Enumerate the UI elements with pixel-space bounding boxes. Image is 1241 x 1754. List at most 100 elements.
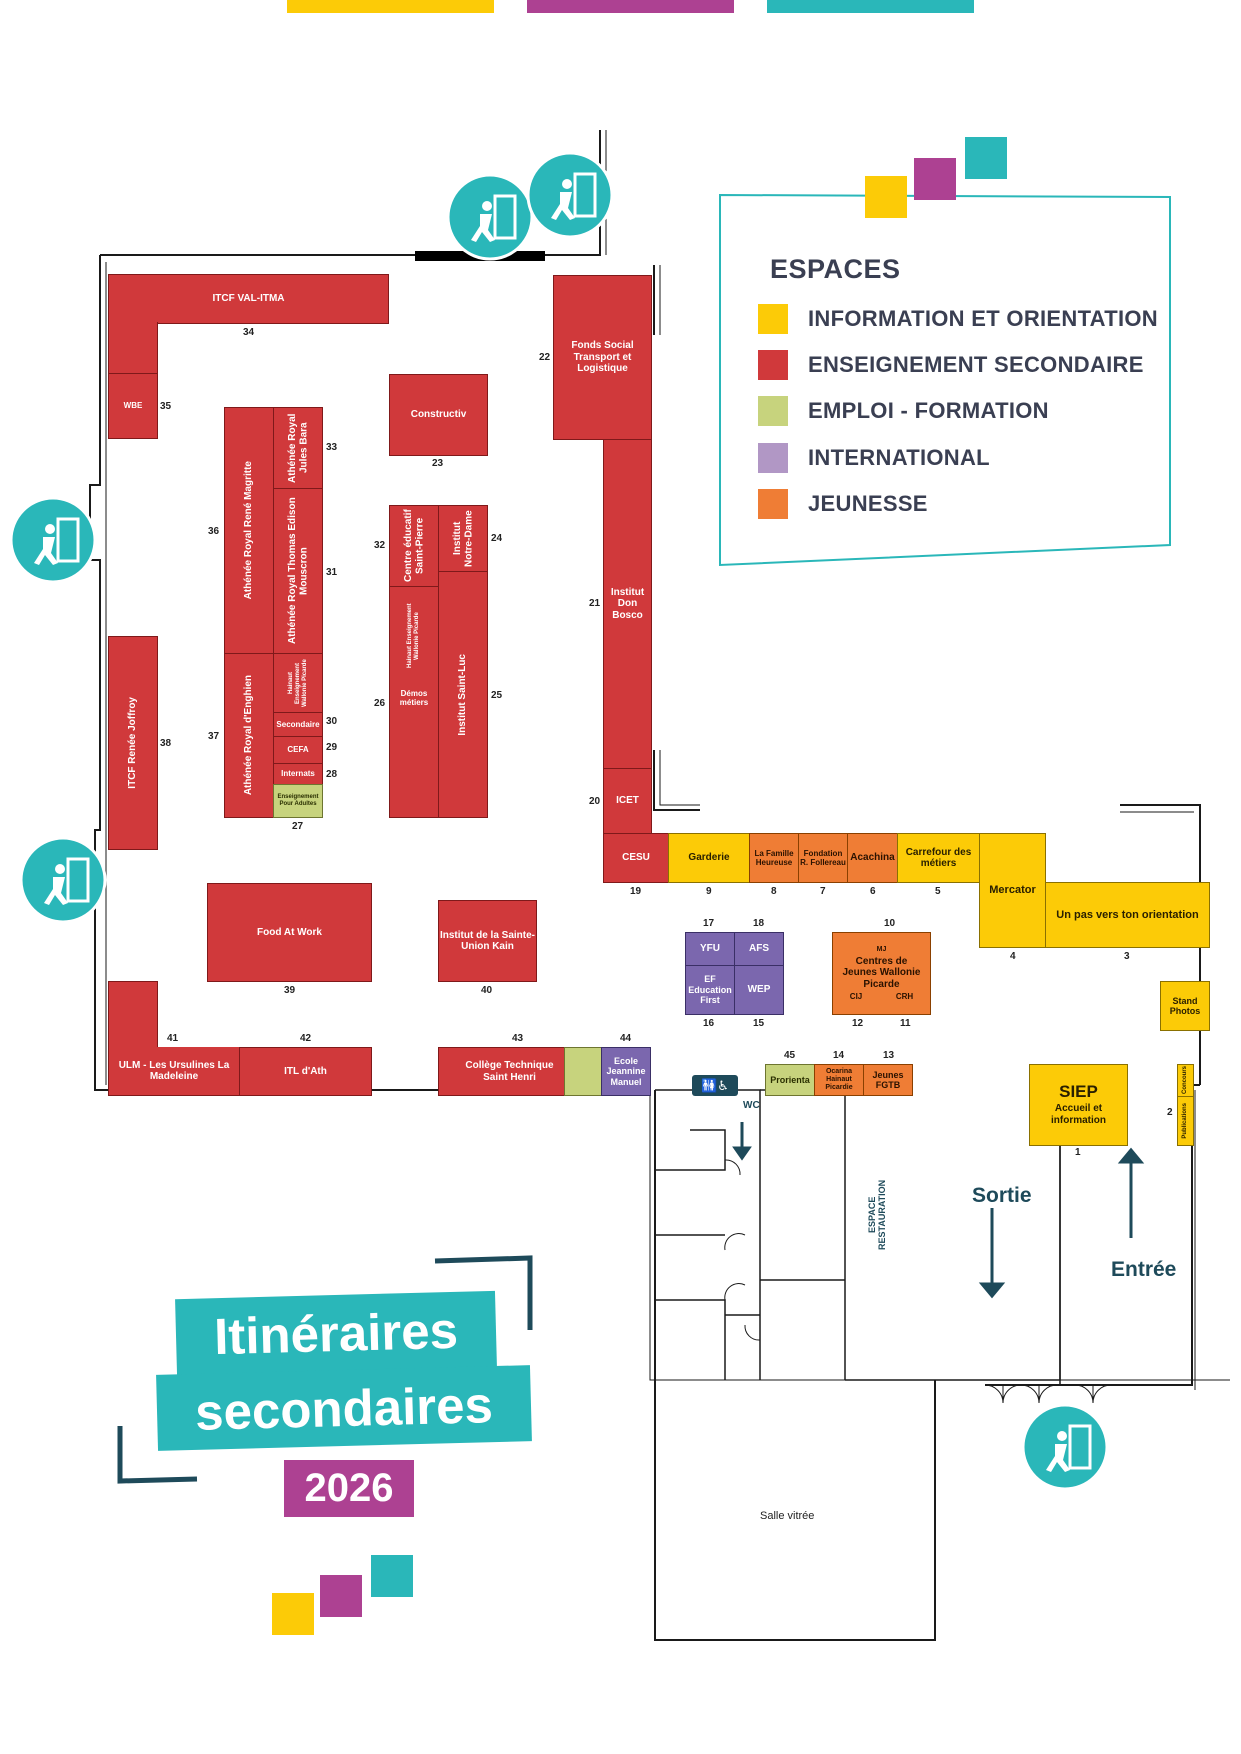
stand-number: 45 [784,1050,796,1061]
stand-number: 5 [935,886,941,897]
stand-hainaut-enseignement[interactable]: Hainaut Enseignement Wallonie Picarde [273,653,323,713]
stand-16[interactable]: EF Education First [685,965,735,1015]
stand-32[interactable]: Centre éducatif Saint-Pierre [389,505,439,587]
stand-33[interactable]: Athénée Royal Jules Bara [273,407,323,489]
stand-name: Athénée Royal Thomas Edison Mouscron [286,497,310,645]
stand-number: 39 [284,985,296,996]
stand-19[interactable]: CESU [603,833,669,883]
legend-item-emploi: EMPLOI - FORMATION [758,396,1049,426]
wc-icon: 🚻♿ [692,1075,738,1096]
stand-name: Acachina [850,852,895,864]
stand-name: Centre éducatif Saint-Pierre [402,509,426,583]
legend-swatch [758,304,788,334]
stand-17[interactable]: YFU [685,932,735,966]
stand-31[interactable]: Athénée Royal Thomas Edison Mouscron [273,488,323,654]
stand-name: Stand Photos [1169,995,1201,1016]
stand-12-name: CIJ [849,992,863,1002]
stand-26[interactable]: Hainaut Enseignement Wallonie Picarde Dé… [389,586,439,818]
stand-number: 33 [326,442,338,453]
stand-number: 34 [243,327,255,338]
stand-name: WBE [123,401,143,411]
stand-35[interactable]: WBE [108,373,158,439]
stand-number: 17 [703,918,715,929]
stand-40[interactable]: Institut de la Sainte-Union Kain [438,900,537,982]
stand-21[interactable]: Institut Don Bosco [603,439,652,769]
stand-37[interactable]: Athénée Royal d'Enghien [224,653,274,818]
stand-25[interactable]: Institut Saint-Luc [438,571,488,818]
stand-39[interactable]: Food At Work [207,883,372,982]
stand-4[interactable]: Mercator [979,833,1046,948]
stand-41[interactable]: ULM - Les Ursulines La Madeleine [108,1047,240,1096]
legend-item-enseignement: ENSEIGNEMENT SECONDAIRE [758,350,1144,380]
stand-30[interactable]: Secondaire [273,712,323,737]
stand-18[interactable]: AFS [734,932,784,966]
stand-name: Secondaire [276,719,320,729]
stand-name: Prorienta [770,1074,810,1085]
stand-42[interactable]: ITL d'Ath [239,1047,372,1096]
stand-name: ITCF VAL-ITMA [212,293,285,305]
stand-8[interactable]: La Famille Heureuse [749,833,799,883]
stand-14[interactable]: Ocarina Hainaut Picardie [814,1064,864,1096]
stand-9[interactable]: Garderie [668,833,750,883]
espace-restauration-text: ESPACE RESTAURATION [867,1179,887,1251]
stand-24[interactable]: Institut Notre-Dame [438,505,488,572]
stand-13[interactable]: Jeunes FGTB [863,1064,913,1096]
stand-5[interactable]: Carrefour des métiers [897,833,980,883]
stand-6[interactable]: Acachina [847,833,898,883]
stand-name: Institut Saint-Luc [457,653,469,736]
stand-name: Hainaut Enseignement Wallonie Picarde [287,659,308,707]
stand-name: ITCF Renée Joffroy [127,697,139,789]
legend-swatch [758,350,788,380]
stand-23[interactable]: Constructiv [389,374,488,456]
stand-43[interactable]: Collège Technique Saint Henri [438,1047,565,1096]
legend-label: JEUNESSE [808,491,928,516]
stand-44[interactable]: Ecole Jeannine Manuel [601,1047,651,1096]
legend-label: INTERNATIONAL [808,445,990,470]
stand-36[interactable]: Athénée Royal René Magritte [224,407,274,654]
stand-number: 26 [374,698,386,709]
stand-20[interactable]: ICET [603,768,652,834]
stand-name: ITL d'Ath [284,1065,327,1077]
deco-square-yellow [272,1593,314,1635]
stand-number: 8 [771,886,777,897]
stand-number: 20 [589,796,601,807]
entree-label: Entrée [1111,1258,1177,1281]
stand-number: 36 [208,526,220,537]
stand-3[interactable]: Un pas vers ton orientation [1045,882,1210,948]
stand-11-name: CRH [895,992,914,1002]
legend-label: ENSEIGNEMENT SECONDAIRE [808,352,1144,377]
stand-41-arm[interactable] [108,981,158,1049]
stand-45[interactable]: Prorienta [765,1064,815,1096]
legend-swatch [758,489,788,519]
stand-number: 42 [300,1033,312,1044]
stand-27[interactable]: Enseignement Pour Adultes [273,784,323,818]
top-bar-purple [527,0,734,13]
stand-photos[interactable]: Stand Photos [1160,981,1210,1031]
stand-name: Athénée Royal René Magritte [243,461,255,600]
stand-38[interactable]: ITCF Renée Joffroy [108,636,158,850]
espace-restauration-label: ESPACE RESTAURATION [867,1170,907,1260]
stand-name: Collège Technique Saint Henri [465,1060,554,1083]
stand-34-arm[interactable] [108,322,158,374]
stand-number: 12 [852,1018,864,1029]
stand-22[interactable]: Fonds Social Transport et Logistique [553,275,652,440]
stand-number: 6 [870,886,876,897]
legend-label: INFORMATION ET ORIENTATION [808,306,1158,331]
legend-item-information: INFORMATION ET ORIENTATION [758,304,1158,334]
stand-2-concours[interactable]: Concours [1177,1064,1194,1097]
stand-10[interactable]: MJ Centres de Jeunes Wallonie Picarde CI… [832,932,931,1015]
stand-1-siep[interactable]: SIEP Accueil et information [1029,1064,1128,1146]
legend-square-purple [914,158,956,200]
top-bar-yellow [287,0,494,13]
stand-43-emploi[interactable] [564,1047,602,1096]
stand-29[interactable]: CEFA [273,736,323,764]
stand-number: 30 [326,716,338,727]
stand-15[interactable]: WEP [734,965,784,1015]
legend-title: ESPACES [770,254,901,284]
stand-7[interactable]: Fondation R. Follereau [798,833,848,883]
stand-28[interactable]: Internats [273,763,323,785]
stand-name: CESU [622,852,650,864]
stand-2-publications[interactable]: Publications [1177,1096,1194,1146]
stand-34-top[interactable]: ITCF VAL-ITMA [108,274,389,324]
stand-number: 44 [620,1033,632,1044]
